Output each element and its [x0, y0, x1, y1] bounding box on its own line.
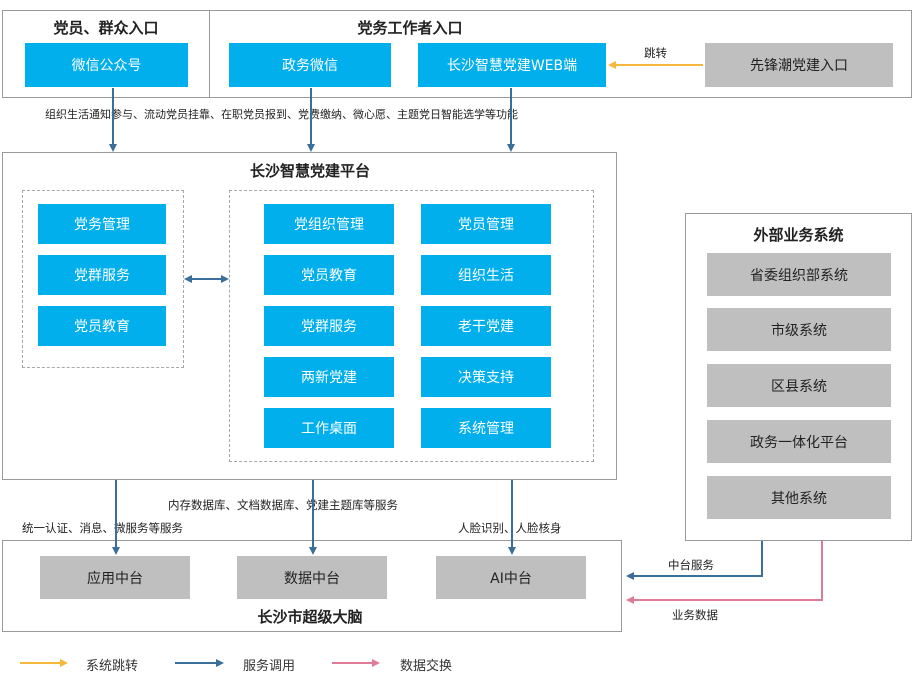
brain-title: 长沙市超级大脑 — [257, 608, 363, 626]
db-service-note: 内存数据库、文档数据库、党建主题库等服务 — [168, 498, 398, 512]
external-gov-platform[interactable]: 政务一体化平台 — [707, 420, 891, 463]
platform-title: 长沙智慧党建平台 — [249, 162, 370, 180]
member-entry-title: 党员、群众入口 — [53, 19, 159, 37]
external-county[interactable]: 区县系统 — [707, 364, 891, 407]
face-service-note: 人脸识别、人脸核身 — [458, 521, 562, 535]
module-decision-support[interactable]: 决策支持 — [421, 357, 551, 397]
right-module-group — [229, 190, 594, 462]
xianfeng-box[interactable]: 先锋潮党建入口 — [705, 43, 893, 87]
worker-entry-title: 党务工作者入口 — [357, 19, 463, 37]
module-workdesk[interactable]: 工作桌面 — [264, 408, 394, 448]
biz-data-arrow — [626, 541, 823, 604]
module-org-management[interactable]: 党组织管理 — [264, 204, 394, 244]
biz-data-note: 业务数据 — [672, 608, 718, 622]
mid-service-note: 中台服务 — [668, 558, 714, 572]
external-city[interactable]: 市级系统 — [707, 308, 891, 351]
module-member-management[interactable]: 党员管理 — [421, 204, 551, 244]
module-org-life[interactable]: 组织生活 — [421, 255, 551, 295]
left-module-member-edu[interactable]: 党员教育 — [38, 306, 166, 346]
web-portal-box[interactable]: 长沙智慧党建WEB端 — [418, 43, 606, 87]
legend-call-label: 服务调用 — [243, 659, 296, 674]
external-title: 外部业务系统 — [753, 226, 844, 244]
module-system-management[interactable]: 系统管理 — [421, 408, 551, 448]
external-other[interactable]: 其他系统 — [707, 476, 891, 519]
auth-service-note: 统一认证、消息、微服务等服务 — [22, 521, 183, 535]
module-member-education[interactable]: 党员教育 — [264, 255, 394, 295]
legend-exchange-label: 数据交换 — [400, 659, 453, 674]
gov-wechat-box[interactable]: 政务微信 — [229, 43, 391, 87]
external-provincial[interactable]: 省委组织部系统 — [707, 253, 891, 296]
module-two-new[interactable]: 两新党建 — [264, 357, 394, 397]
wechat-public-box[interactable]: 微信公众号 — [25, 43, 188, 87]
module-veteran[interactable]: 老干党建 — [421, 306, 551, 346]
function-note: 组织生活通知参与、流动党员挂靠、在职党员报到、党费缴纳、微心愿、主题党日智能选学… — [45, 108, 518, 121]
jump-label: 跳转 — [644, 46, 667, 60]
brain-data-center[interactable]: 数据中台 — [237, 556, 387, 599]
left-module-party-affairs[interactable]: 党务管理 — [38, 204, 166, 244]
left-module-mass-service[interactable]: 党群服务 — [38, 255, 166, 295]
legend-jump-label: 系统跳转 — [86, 659, 139, 674]
brain-ai-center[interactable]: AI中台 — [436, 556, 586, 599]
module-mass-service[interactable]: 党群服务 — [264, 306, 394, 346]
brain-app-center[interactable]: 应用中台 — [40, 556, 190, 599]
left-module-group — [22, 190, 184, 368]
